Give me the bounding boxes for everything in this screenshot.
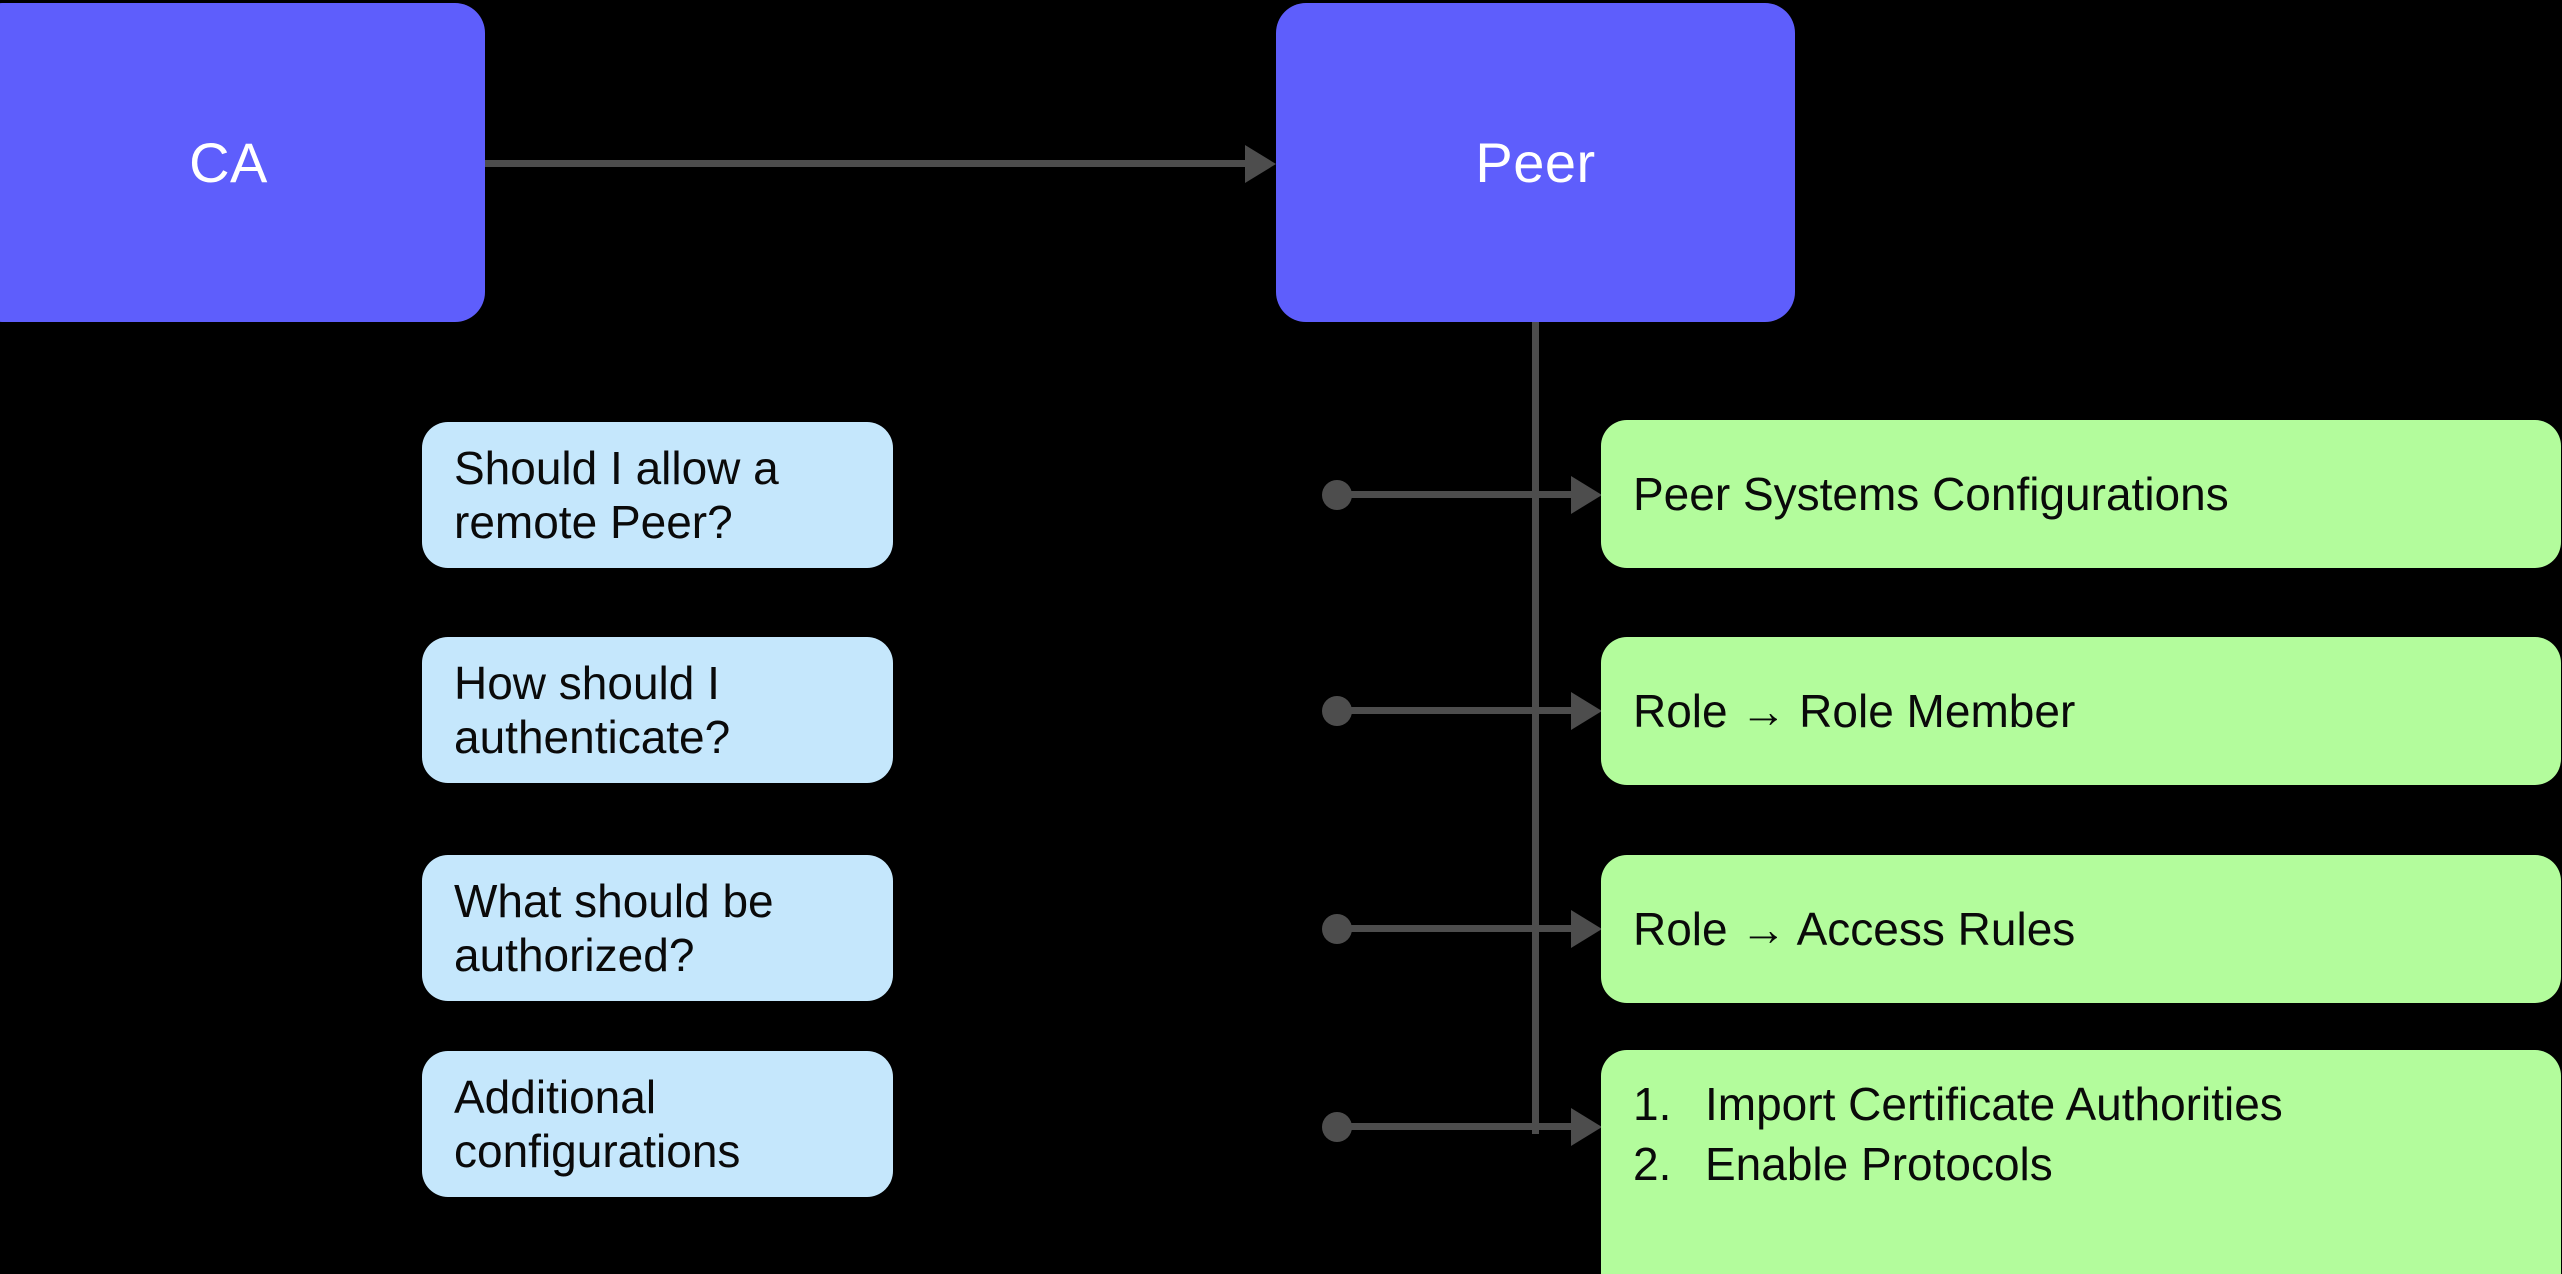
node-question-label: Should I allow a remote Peer? [454,442,779,548]
edge-line-q3 [1337,925,1571,932]
node-peer[interactable]: Peer [1276,3,1795,322]
node-question-label: Additional configurations [454,1071,741,1177]
node-peer-label: Peer [1475,131,1596,194]
list-item-label: Enable Protocols [1705,1138,2053,1191]
node-answer-label: Peer Systems Configurations [1633,468,2229,520]
edge-line-q1 [1337,491,1571,498]
node-answer-peer-systems-configurations[interactable]: Peer Systems Configurations [1601,420,2561,568]
node-ca[interactable]: CA [0,3,485,322]
edge-line-q2 [1337,707,1571,714]
edge-peer-trunk-line [1532,322,1539,1134]
node-question-label: How should I authenticate? [454,657,731,763]
node-answer-additional-steps[interactable]: 1. Import Certificate Authorities 2. Ena… [1601,1050,2561,1274]
node-answer-role-role-member[interactable]: Role → Role Member [1601,637,2561,785]
node-answer-label: Role → Role Member [1633,685,2076,737]
edge-ca-to-peer-line [485,160,1245,167]
list-item: 2. Enable Protocols [1633,1136,2283,1192]
list-item-marker: 2. [1633,1138,1672,1191]
edge-arrowhead-q2 [1571,692,1602,730]
node-question-label: What should be authorized? [454,875,774,981]
edge-arrowhead-q1 [1571,476,1602,514]
node-question-what-authorized[interactable]: What should be authorized? [422,855,893,1001]
node-ca-label: CA [189,131,268,194]
list-item-label: Import Certificate Authorities [1705,1078,2283,1130]
edge-arrowhead-q3 [1571,910,1602,948]
node-answer-role-access-rules[interactable]: Role → Access Rules [1601,855,2561,1003]
numbered-list: 1. Import Certificate Authorities 2. Ena… [1633,1050,2283,1192]
list-item-marker: 1. [1633,1078,1672,1130]
edge-arrowhead-q4 [1571,1108,1602,1146]
node-question-additional-configurations[interactable]: Additional configurations [422,1051,893,1197]
list-item: 1. Import Certificate Authorities [1633,1076,2283,1132]
node-question-allow-remote-peer[interactable]: Should I allow a remote Peer? [422,422,893,568]
node-answer-label: Role → Access Rules [1633,903,2076,955]
node-question-how-authenticate[interactable]: How should I authenticate? [422,637,893,783]
edge-ca-to-peer-arrowhead [1245,145,1276,183]
edge-line-q4 [1337,1123,1571,1130]
